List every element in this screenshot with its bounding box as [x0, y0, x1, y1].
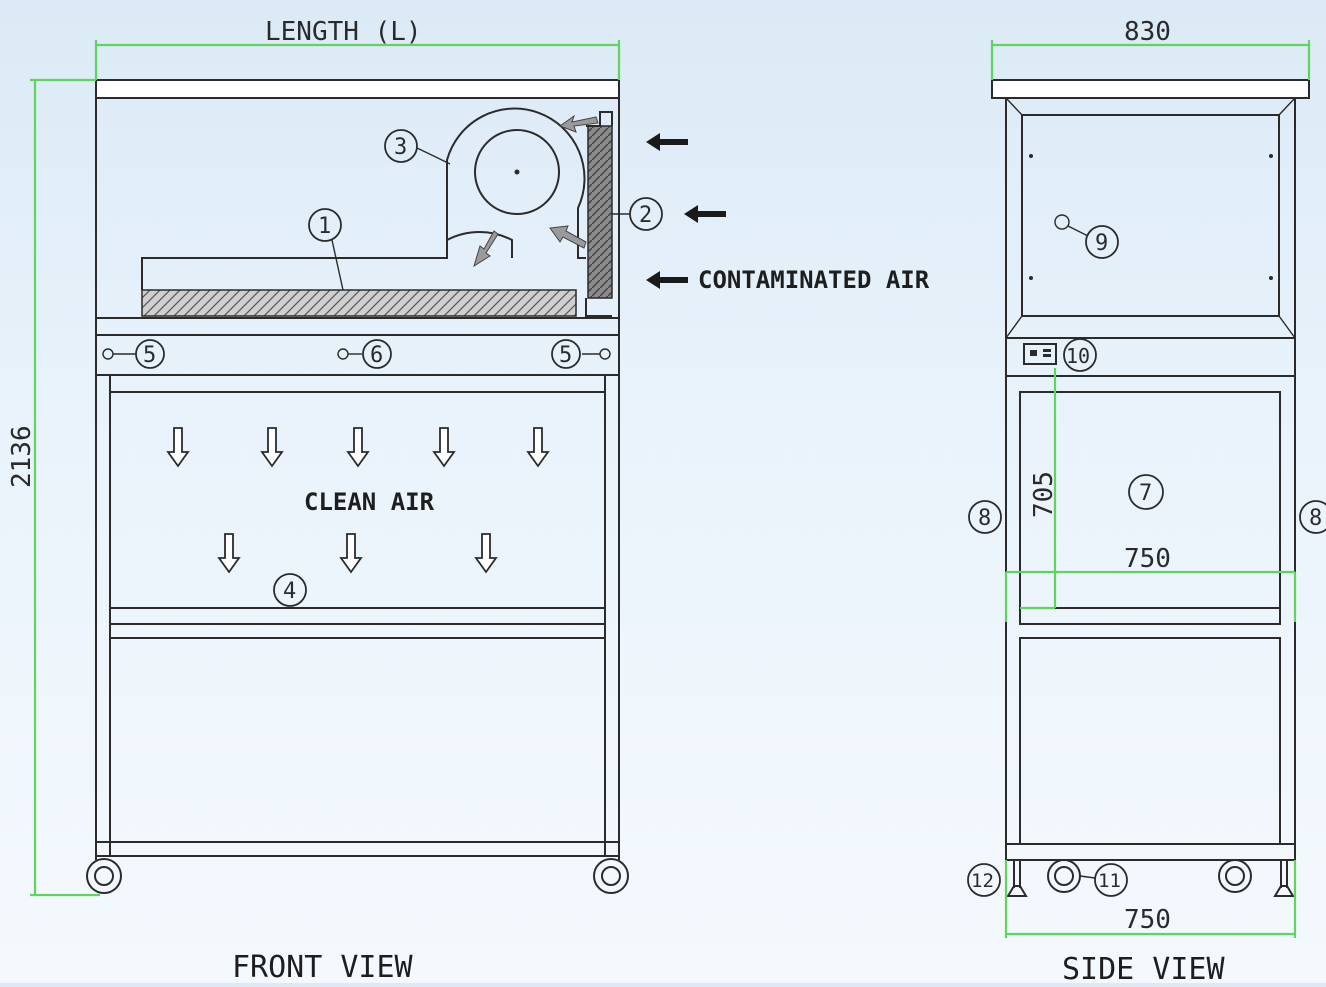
- callout-10: 10: [1063, 338, 1097, 372]
- inner-width-dimension: [1004, 570, 1297, 622]
- front-castor-left: [86, 858, 122, 894]
- callout-8-left: 8: [968, 500, 1002, 534]
- svg-text:1: 1: [318, 214, 331, 239]
- contaminated-air-label: CONTAMINATED AIR: [698, 266, 930, 294]
- blower-fan: [474, 129, 560, 215]
- side-access-panel: [1021, 114, 1280, 317]
- svg-text:9: 9: [1095, 231, 1108, 256]
- callout-12: 12: [967, 863, 1001, 897]
- length-label: LENGTH (L): [265, 17, 422, 47]
- svg-text:3: 3: [394, 135, 407, 160]
- leveling-foot-right: [1273, 860, 1295, 897]
- callout-2: 2: [612, 197, 663, 231]
- control-strip: [95, 334, 620, 376]
- length-dimension: [94, 40, 621, 80]
- side-top-plate: [991, 79, 1310, 99]
- work-height-value: 705: [1029, 471, 1059, 518]
- lower-cabinet: [109, 637, 606, 843]
- svg-text:2: 2: [639, 203, 652, 228]
- work-surface: [109, 607, 606, 625]
- svg-text:12: 12: [971, 870, 994, 892]
- svg-text:5: 5: [143, 343, 156, 368]
- control-panel-switch: [1023, 343, 1057, 365]
- svg-text:7: 7: [1139, 481, 1152, 506]
- callout-7: 7: [1128, 474, 1164, 510]
- clean-air-label: CLEAN AIR: [304, 488, 435, 516]
- callout-6: 6: [362, 339, 392, 369]
- pre-filter: [587, 125, 613, 299]
- callout-8-right: 8: [1299, 500, 1326, 534]
- side-castor-right: [1218, 859, 1252, 893]
- base-width-dimension: [1004, 860, 1297, 938]
- side-lower-cabinet: [1019, 637, 1281, 845]
- clean-air-arrows: [166, 427, 550, 574]
- top-width-dimension: [990, 40, 1311, 80]
- height-value: 2136: [7, 425, 37, 488]
- svg-text:11: 11: [1098, 870, 1121, 892]
- inner-width-value: 750: [1124, 544, 1171, 574]
- leveling-foot-left: [1006, 860, 1028, 897]
- svg-text:6: 6: [370, 343, 383, 368]
- height-dimension: [30, 78, 100, 897]
- callout-3: 3: [384, 129, 451, 165]
- callout-9: 9: [1085, 225, 1119, 259]
- top-width-value: 830: [1124, 17, 1171, 47]
- side-view: 7 8 8 9 10 11 12: [967, 17, 1326, 987]
- callout-5-left: 5: [135, 339, 165, 369]
- callout-5-right: 5: [551, 339, 581, 369]
- callout-1: 1: [308, 208, 344, 291]
- svg-text:8: 8: [978, 506, 991, 531]
- front-castor-right: [593, 858, 629, 894]
- front-view: CLEAN AIR CONTAMINATED AIR 1 2 3 4: [7, 17, 930, 985]
- svg-text:10: 10: [1066, 344, 1090, 368]
- internal-airflow-arrows: [473, 114, 599, 268]
- side-view-title: SIDE VIEW: [1062, 952, 1225, 983]
- side-castor-left: [1047, 859, 1081, 893]
- svg-text:8: 8: [1309, 506, 1322, 531]
- contaminated-air-arrows: [646, 133, 726, 289]
- svg-text:5: 5: [559, 343, 572, 368]
- hepa-filter: [141, 289, 577, 317]
- front-view-title: FRONT VIEW: [232, 950, 414, 983]
- svg-text:4: 4: [283, 579, 296, 604]
- callout-4: 4: [273, 573, 307, 607]
- front-top-plate: [95, 79, 620, 99]
- blower-housing: [141, 107, 586, 290]
- base-width-value: 750: [1124, 905, 1171, 935]
- callout-11: 11: [1079, 863, 1128, 897]
